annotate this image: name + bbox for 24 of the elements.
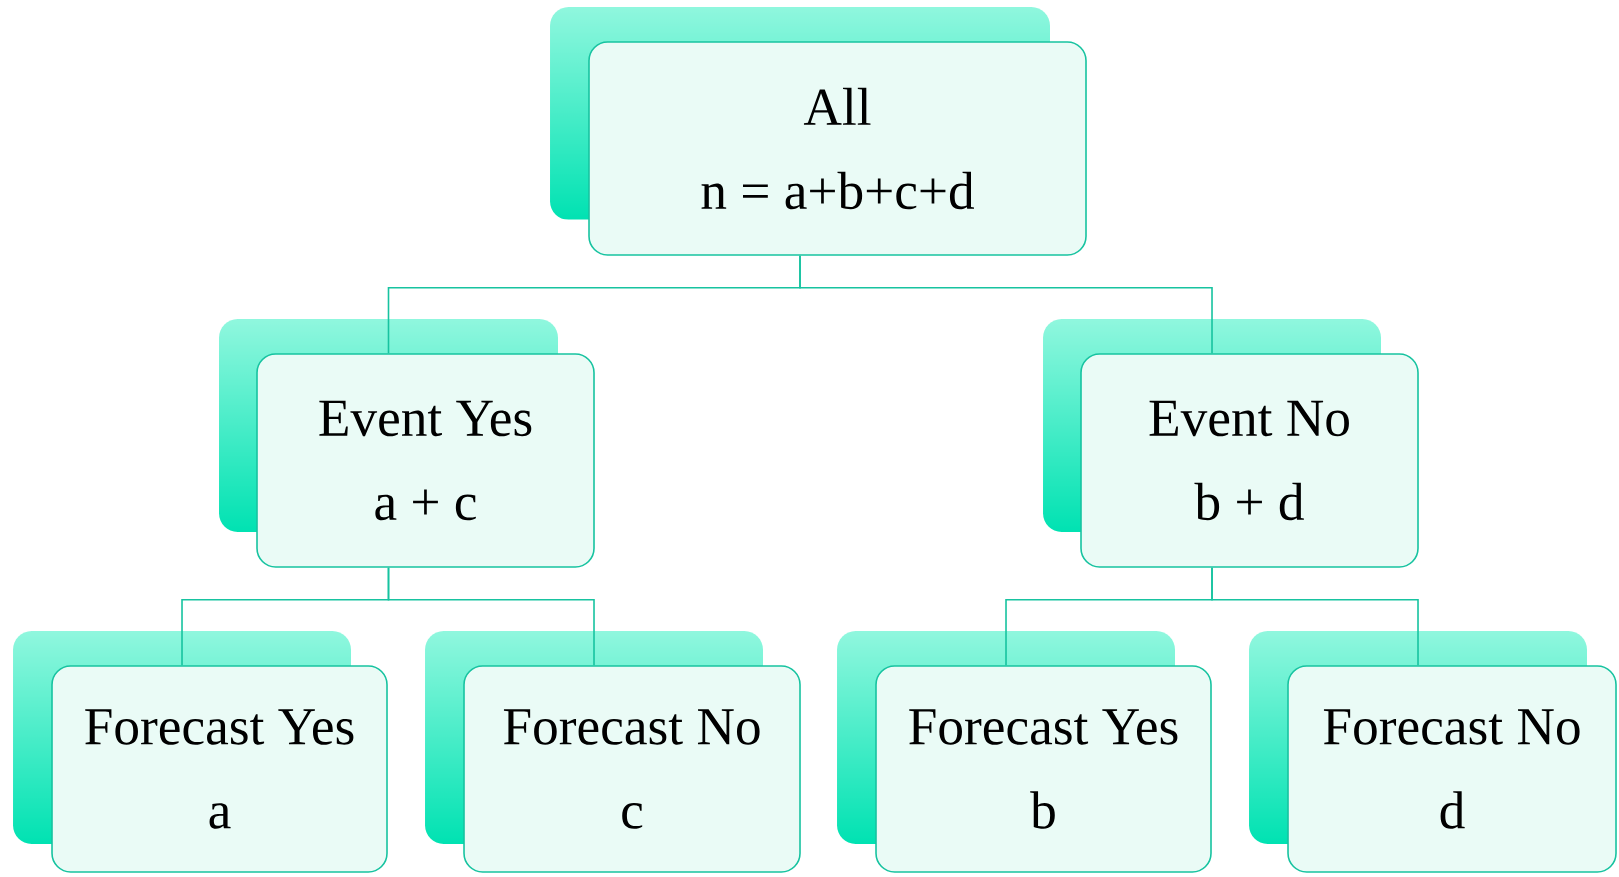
- connector: [1211, 567, 1419, 666]
- tree-box: [875, 665, 1212, 873]
- box-label: a + c: [375, 489, 476, 521]
- box-label: Forecast No: [1323, 709, 1580, 745]
- tree-box: [463, 665, 801, 873]
- box-label: Forecast Yes: [85, 709, 354, 745]
- box-label: d: [1440, 791, 1465, 829]
- box-label: All: [803, 87, 871, 125]
- connector: [387, 567, 595, 666]
- tree-box: [256, 353, 595, 568]
- box-label: Forecast Yes: [909, 709, 1178, 745]
- tree-box: [1287, 665, 1617, 873]
- box-label: b: [1030, 791, 1055, 829]
- box-label: Forecast No: [503, 709, 760, 745]
- connector: [799, 255, 1213, 354]
- box-label: b + d: [1194, 482, 1304, 521]
- box-label: n = a+b+c+d: [701, 171, 975, 210]
- box-label: c: [622, 803, 643, 829]
- tree-box: [51, 665, 388, 873]
- box-label: Event No: [1149, 400, 1349, 437]
- tree-box: [588, 41, 1087, 256]
- box-label: a: [209, 803, 231, 829]
- box-label: Event Yes: [319, 400, 532, 437]
- tree-box: [1080, 353, 1419, 568]
